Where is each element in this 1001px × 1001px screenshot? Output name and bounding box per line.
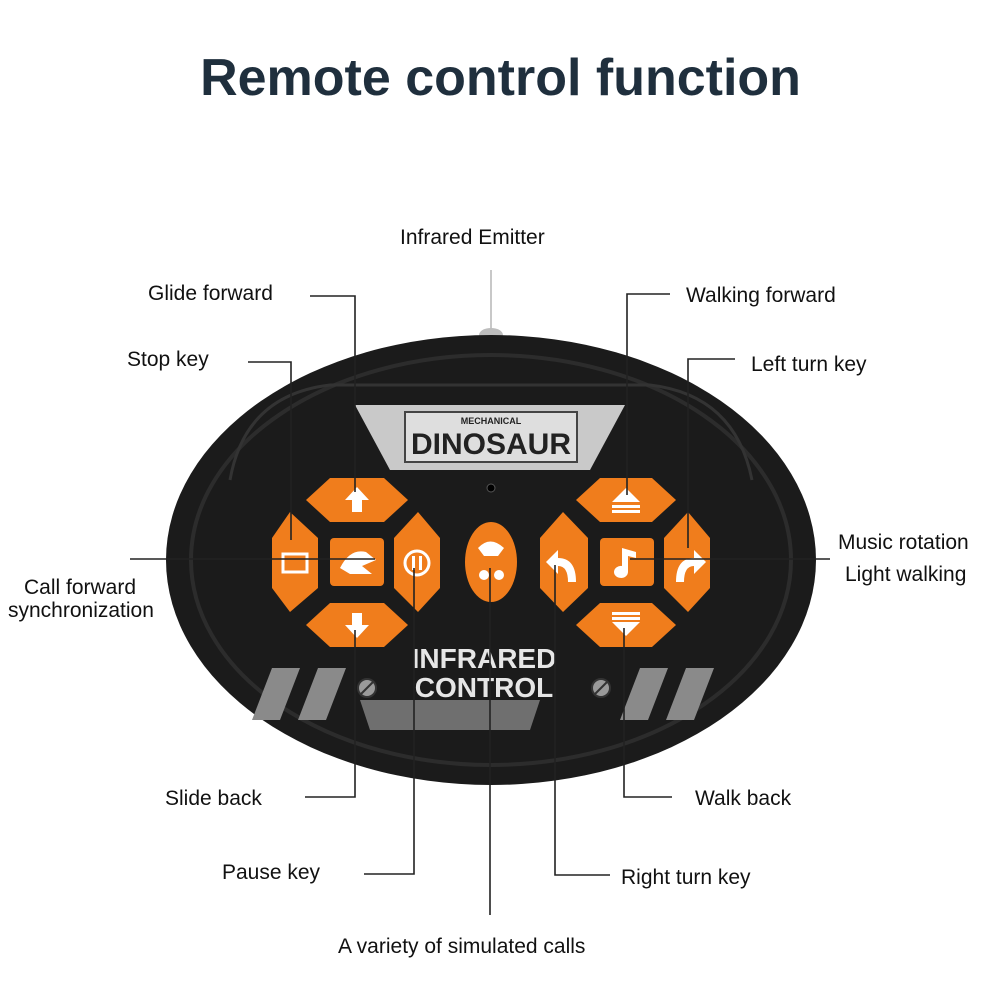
- label-light-walking: Light walking: [845, 563, 967, 586]
- lower-panel: INFRARED CONTROL: [252, 643, 714, 730]
- roar-icon: [478, 541, 504, 556]
- leader-right-turn: [554, 565, 610, 876]
- leader-stop-key: [248, 361, 292, 540]
- arrow-down-icon: [345, 613, 369, 638]
- leader-walk-back: [623, 628, 672, 798]
- arrow-up-icon: [345, 487, 369, 512]
- simulated-calls-button[interactable]: [465, 522, 517, 602]
- label-infrared-emitter: Infrared Emitter: [400, 226, 545, 249]
- logo-plate: MECHANICAL DINOSAUR: [355, 405, 625, 470]
- label-right-turn-key: Right turn key: [621, 866, 751, 889]
- left-cluster: [272, 478, 440, 647]
- label-pause-key: Pause key: [222, 861, 321, 884]
- slide-back-button[interactable]: [306, 603, 408, 647]
- leader-pause-key: [364, 568, 415, 875]
- leader-lines: [130, 293, 830, 915]
- stop-icon: [281, 552, 309, 574]
- right-cluster: [540, 478, 710, 647]
- glide-forward-button[interactable]: [306, 478, 408, 522]
- stop-button[interactable]: [272, 512, 318, 612]
- leader-slide-back: [305, 630, 356, 798]
- label-call-forward: Call forward: [24, 576, 137, 599]
- right-turn-button[interactable]: [540, 512, 588, 612]
- left-turn-button[interactable]: [664, 512, 710, 612]
- brand-small: MECHANICAL: [461, 416, 522, 426]
- walk-back-icon: [612, 622, 640, 636]
- turn-right-arrow-icon: [676, 550, 706, 582]
- label-walking-forward: Walking forward: [686, 284, 836, 307]
- leader-walking-forward: [626, 293, 670, 495]
- panel-text-infrared: INFRARED: [412, 643, 557, 674]
- label-left-turn-key: Left turn key: [751, 353, 867, 376]
- panel-text-control: CONTROL: [415, 672, 553, 703]
- label-synchronization: synchronization: [8, 599, 154, 622]
- turn-left-arrow-icon: [546, 550, 576, 582]
- label-simulated-calls: A variety of simulated calls: [338, 935, 586, 958]
- walk-back-button[interactable]: [576, 603, 676, 647]
- dinosaur-icon: [340, 551, 376, 574]
- music-button[interactable]: [600, 538, 654, 586]
- label-slide-back: Slide back: [165, 787, 262, 810]
- sensor-dot: [486, 483, 496, 493]
- pause-button[interactable]: [394, 512, 440, 612]
- leader-left-turn: [687, 358, 735, 548]
- leader-glide-forward: [310, 295, 356, 492]
- walk-forward-icon: [612, 488, 640, 502]
- label-music-rotation: Music rotation: [838, 531, 969, 554]
- call-forward-sync-button[interactable]: [330, 538, 384, 586]
- music-note-icon: [614, 548, 636, 578]
- walking-forward-button[interactable]: [576, 478, 676, 522]
- label-glide-forward: Glide forward: [148, 282, 273, 305]
- page-title: Remote control function: [200, 49, 801, 107]
- label-walk-back: Walk back: [695, 787, 792, 810]
- pause-icon: [403, 549, 431, 577]
- brand-big: DINOSAUR: [411, 428, 571, 461]
- label-stop-key: Stop key: [127, 348, 209, 371]
